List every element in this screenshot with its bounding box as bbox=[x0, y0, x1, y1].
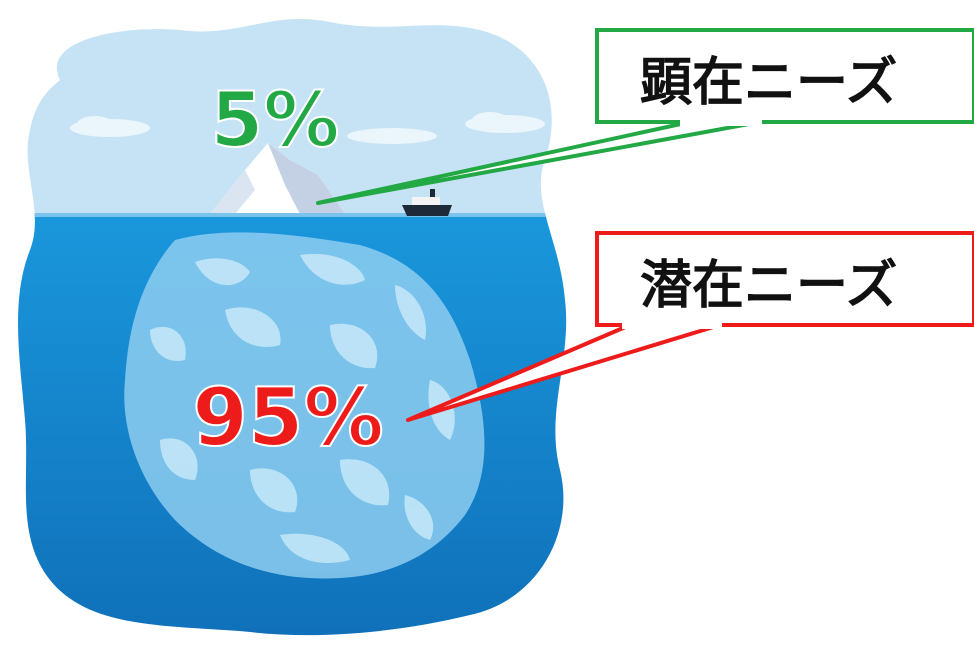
visible-needs-callout: 顕在ニーズ bbox=[316, 28, 974, 205]
latent-callout-box bbox=[595, 231, 974, 327]
visible-callout-box bbox=[595, 28, 974, 124]
iceberg-tip bbox=[210, 143, 345, 214]
latent-percent-label: 95% bbox=[192, 371, 383, 464]
visible-percent-label: 5% bbox=[210, 75, 339, 164]
iceberg-underwater bbox=[124, 232, 485, 579]
visible-needs-label: 顕在ニーズ bbox=[640, 53, 897, 113]
latent-needs-callout: 潜在ニーズ bbox=[406, 231, 974, 422]
clouds bbox=[70, 112, 545, 144]
latent-needs-label: 潜在ニーズ bbox=[640, 256, 897, 316]
ship-icon bbox=[402, 189, 452, 216]
